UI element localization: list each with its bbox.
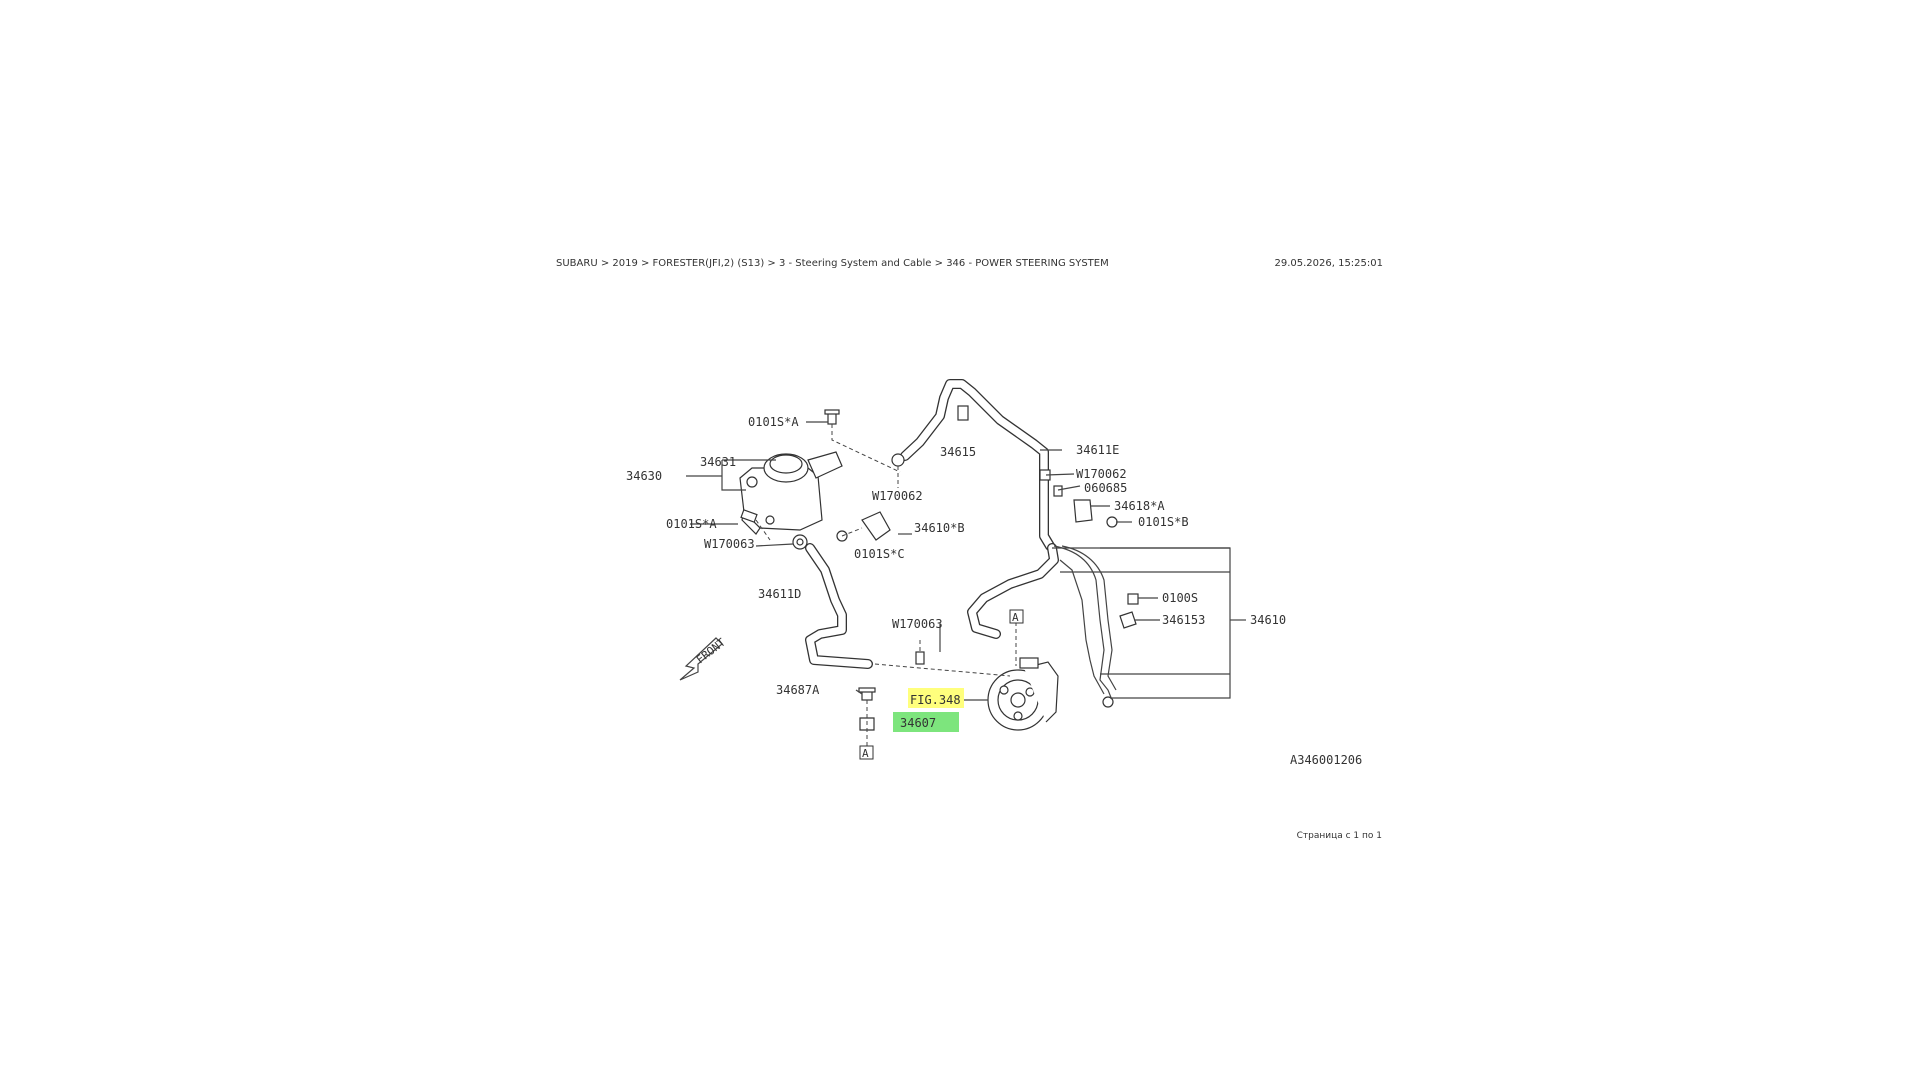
label-0101s-b: 0101S*B (1138, 515, 1189, 529)
ref-marker-a-bottom: A (859, 745, 874, 760)
label-34615: 34615 (940, 445, 976, 459)
label-34610: 34610 (1250, 613, 1286, 627)
label-fig348: FIG.348 (910, 693, 961, 707)
label-34618a: 34618*A (1114, 499, 1165, 513)
clamp-w170063-left (792, 534, 808, 550)
bolt-0100s (1127, 593, 1139, 605)
label-34611e: 34611E (1076, 443, 1119, 457)
label-0101s-a-top: 0101S*A (748, 415, 799, 429)
bracket-34618a (1073, 499, 1093, 523)
svg-text:A: A (1012, 611, 1019, 624)
breadcrumb: SUBARU > 2019 > FORESTER(JFI,2) (S13) > … (556, 258, 1109, 269)
label-060685: 060685 (1084, 481, 1127, 495)
print-timestamp: 29.05.2026, 15:25:01 (1274, 258, 1383, 269)
label-34610b: 34610*B (914, 521, 965, 535)
label-34630: 34630 (626, 469, 662, 483)
label-0100s: 0100S (1162, 591, 1198, 605)
label-34607: 34607 (900, 716, 936, 730)
highlight-34607 (893, 712, 959, 732)
bracket-34610b (836, 511, 891, 542)
bolt-060685 (1053, 485, 1063, 497)
label-346153: 346153 (1162, 613, 1205, 627)
svg-text:A: A (862, 747, 869, 760)
front-direction-arrow: FRONT (679, 636, 728, 681)
clamp-346153 (1119, 611, 1137, 629)
reservoir-tank (739, 451, 843, 535)
label-34631: 34631 (700, 455, 736, 469)
power-steering-pump (987, 657, 1059, 731)
highlight-fig348 (908, 688, 964, 708)
page-info: Страница с 1 по 1 (1296, 831, 1382, 841)
svg-text:FRONT: FRONT (694, 636, 728, 667)
label-w170063-mid: W170063 (892, 617, 943, 631)
ref-marker-a-top: A (1009, 609, 1024, 624)
figure-id: A346001206 (1290, 753, 1362, 767)
label-0101s-a-left: 0101S*A (666, 517, 717, 531)
bolt-0101s-b (1106, 516, 1118, 528)
label-w170063-left: W170063 (704, 537, 755, 551)
bolt-0101s-a-left (740, 509, 758, 523)
label-34611d: 34611D (758, 587, 801, 601)
label-w170062-right: W170062 (1076, 467, 1127, 481)
clamp-34615 (957, 405, 969, 421)
clamp-w170062-mid (891, 453, 905, 467)
label-w170062-mid: W170062 (872, 489, 923, 503)
label-0101s-c: 0101S*C (854, 547, 905, 561)
label-34687a: 34687A (776, 683, 820, 697)
fitting-w170063-mid (915, 651, 925, 665)
